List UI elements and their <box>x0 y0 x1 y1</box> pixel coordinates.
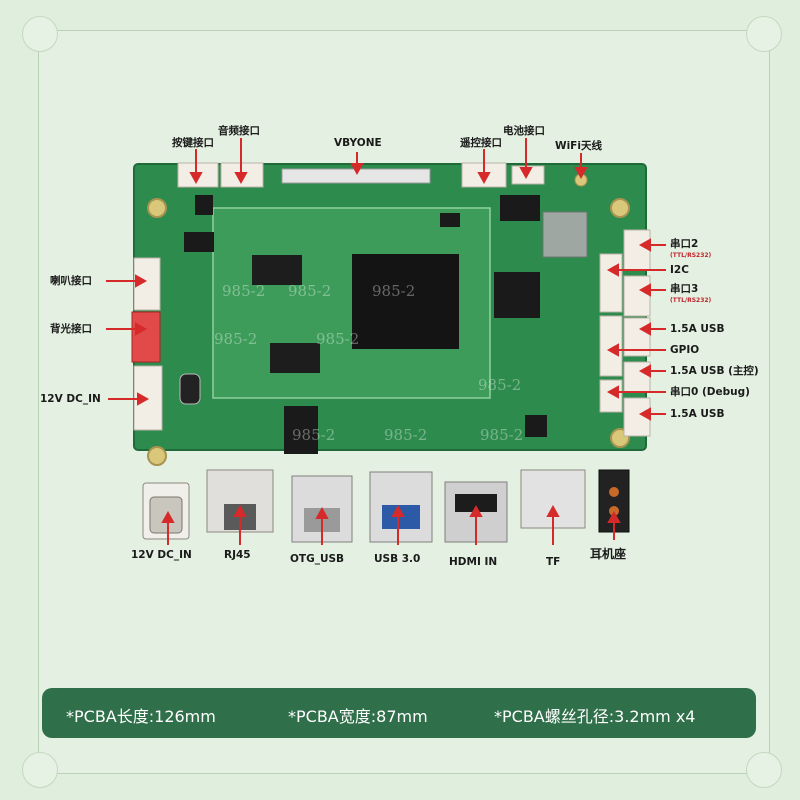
label-remote-port: 遥控接口 <box>460 137 502 149</box>
connector-serial3 <box>623 275 651 317</box>
watermark: 985-2 <box>292 426 336 444</box>
spec-length: *PCBA长度:126mm <box>66 707 216 726</box>
chip <box>500 195 540 221</box>
wifi-module <box>542 211 588 258</box>
chip <box>494 272 540 318</box>
connector-backlight <box>131 311 161 363</box>
spec-screw-hole: *PCBA螺丝孔径:3.2mm x4 <box>494 707 696 726</box>
label-wifi-antenna: WiFi天线 <box>555 140 602 152</box>
chip <box>440 213 460 227</box>
chip <box>184 232 214 252</box>
watermark: 985-2 <box>384 426 428 444</box>
soc-chip <box>352 254 459 349</box>
connector-usb-main <box>623 361 651 393</box>
label-i2c: I2C <box>670 264 689 276</box>
label-usb-1: 1.5A USB <box>670 323 725 335</box>
label-dc-in-bottom: 12V DC_IN <box>131 549 192 561</box>
connector-serial2 <box>623 229 651 271</box>
chip <box>284 406 318 454</box>
label-serial3: 串口3 <box>670 283 699 295</box>
label-dc-in-left: 12V DC_IN <box>40 393 101 405</box>
label-hdmi-in: HDMI IN <box>449 556 498 568</box>
frame-corner <box>22 16 58 52</box>
spec-width: *PCBA宽度:87mm <box>288 707 428 726</box>
memory-chip <box>252 255 302 285</box>
watermark: 985-2 <box>480 426 524 444</box>
label-serial0: 串口0 (Debug) <box>670 386 750 398</box>
label-serial2: 串口2 <box>670 238 699 250</box>
spec-bar <box>42 688 756 738</box>
label-usb3: USB 3.0 <box>374 553 421 565</box>
label-gpio: GPIO <box>670 344 700 356</box>
watermark: 985-2 <box>222 282 266 300</box>
connector-gpio <box>599 315 623 377</box>
label-audio-port: 音频接口 <box>218 125 260 137</box>
label-backlight-port: 背光接口 <box>50 323 92 335</box>
label-usb-main: 1.5A USB (主控) <box>670 365 759 377</box>
label-vbyone: VBYONE <box>334 137 382 149</box>
watermark: 985-2 <box>288 282 332 300</box>
callout-arrows <box>106 138 666 545</box>
connector-i2c <box>599 253 623 313</box>
label-speaker-port: 喇叭接口 <box>50 275 92 287</box>
frame-corner <box>746 752 782 788</box>
label-battery-port: 电池接口 <box>503 125 545 137</box>
label-rj45: RJ45 <box>224 549 251 561</box>
watermark: 985-2 <box>372 282 416 300</box>
mount-hole <box>610 198 630 218</box>
label-serial3-sub: (TTL/RS232) <box>670 297 712 304</box>
label-headphone: 耳机座 <box>590 547 627 561</box>
label-keys-port: 按键接口 <box>172 137 214 149</box>
label-tf: TF <box>546 556 561 568</box>
capacitor <box>179 373 201 405</box>
mount-hole <box>147 446 167 466</box>
watermark: 985-2 <box>214 330 258 348</box>
frame-corner <box>22 752 58 788</box>
memory-chip <box>270 343 320 373</box>
watermark: 985-2 <box>316 330 360 348</box>
mount-hole <box>147 198 167 218</box>
label-otg-usb: OTG_USB <box>290 553 345 565</box>
watermark: 985-2 <box>478 376 522 394</box>
label-serial2-sub: (TTL/RS232) <box>670 252 712 259</box>
label-usb-2: 1.5A USB <box>670 408 725 420</box>
chip <box>525 415 547 437</box>
chip <box>195 195 213 215</box>
frame-corner <box>746 16 782 52</box>
